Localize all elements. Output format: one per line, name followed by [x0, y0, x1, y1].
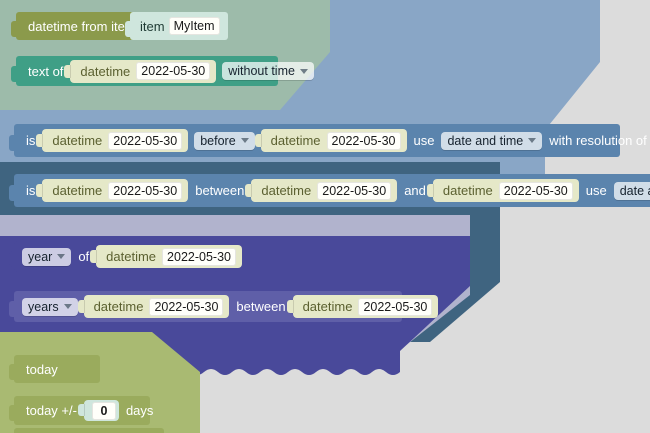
- socket-label: datetime: [442, 183, 493, 198]
- block-years-between[interactable]: years datetime 2022-05-30 between dateti…: [9, 291, 439, 322]
- block-plug: [9, 301, 15, 317]
- datetime-field[interactable]: 2022-05-30: [149, 297, 224, 316]
- days-number-field[interactable]: 0: [91, 401, 116, 420]
- block-today-plus-minus-days[interactable]: today +/- 0 days: [9, 396, 153, 425]
- block-label: today: [26, 361, 58, 377]
- datetime-field[interactable]: 2022-05-30: [498, 181, 573, 200]
- datetime-field[interactable]: 2022-05-30: [108, 131, 183, 150]
- block-item-socket[interactable]: item MyItem: [125, 12, 228, 40]
- block-label: text of: [28, 63, 64, 79]
- socket-notch: [254, 134, 262, 147]
- block-plug: [9, 251, 15, 267]
- block-plug: [11, 21, 17, 37]
- socket-notch: [77, 404, 85, 416]
- and-label: and: [404, 183, 426, 198]
- use-label: use: [585, 183, 607, 198]
- dropdown-use-mode[interactable]: date and time: [613, 181, 650, 200]
- socket-notch: [64, 64, 72, 78]
- socket-label: datetime: [270, 133, 321, 148]
- socket-label: datetime: [261, 183, 312, 198]
- chevron-down-icon: [528, 138, 537, 143]
- today-label: today +/-: [26, 403, 77, 418]
- socket-notch: [36, 184, 44, 197]
- socket-label: datetime: [106, 249, 157, 264]
- socket-notch: [77, 300, 85, 313]
- socket-notch: [125, 21, 131, 37]
- resolution-label: with resolution of: [549, 133, 647, 148]
- dropdown-value: without time: [228, 64, 295, 78]
- days-label: days: [125, 403, 154, 418]
- block-is-datetime-before[interactable]: is datetime 2022-05-30 before datetime 2…: [9, 124, 647, 157]
- background-region-lavender: [0, 215, 470, 350]
- datetime-field[interactable]: 2022-05-30: [358, 297, 433, 316]
- socket-datetime-b[interactable]: datetime 2022-05-30: [286, 295, 439, 318]
- chevron-down-icon: [63, 304, 72, 309]
- socket-notch: [245, 184, 253, 197]
- socket-datetime-b[interactable]: datetime 2022-05-30: [245, 179, 398, 202]
- block-plug: [9, 135, 15, 151]
- dropdown-comparator[interactable]: before: [194, 131, 255, 150]
- dropdown-use-mode[interactable]: date and time: [441, 131, 543, 150]
- block-label: is: [26, 133, 36, 148]
- socket-datetime-a[interactable]: datetime 2022-05-30: [36, 179, 189, 202]
- socket-label: datetime: [52, 133, 103, 148]
- dropdown-value: date and time: [619, 183, 650, 198]
- socket-notch: [90, 250, 98, 263]
- socket-datetime[interactable]: datetime 2022-05-30: [64, 59, 217, 83]
- dropdown-unit[interactable]: year: [22, 247, 72, 266]
- block-partially-visible[interactable]: [14, 428, 164, 433]
- item-label: item: [140, 18, 165, 34]
- chevron-down-icon: [299, 68, 308, 74]
- socket-label: datetime: [302, 299, 353, 314]
- block-plug: [11, 66, 17, 82]
- dropdown-value: before: [200, 133, 236, 148]
- dropdown-value: year: [28, 249, 53, 264]
- datetime-field[interactable]: 2022-05-30: [136, 62, 211, 80]
- datetime-field[interactable]: 2022-05-30: [326, 131, 401, 150]
- socket-label: datetime: [93, 299, 144, 314]
- block-plug: [9, 405, 15, 421]
- block-year-of-datetime[interactable]: year of datetime 2022-05-30: [9, 241, 242, 272]
- chevron-down-icon: [240, 138, 249, 143]
- block-label: datetime from item: [28, 18, 136, 34]
- datetime-field[interactable]: 2022-05-30: [162, 247, 236, 266]
- use-label: use: [413, 133, 435, 148]
- block-label: is: [26, 183, 36, 198]
- dropdown-time-format[interactable]: without time: [222, 62, 314, 80]
- socket-label: datetime: [80, 63, 131, 79]
- datetime-field[interactable]: 2022-05-30: [108, 181, 183, 200]
- socket-datetime-a[interactable]: datetime 2022-05-30: [77, 295, 230, 318]
- datetime-field[interactable]: 2022-05-30: [317, 181, 392, 200]
- socket-number[interactable]: 0: [77, 400, 119, 421]
- block-text-of-datetime[interactable]: text of datetime 2022-05-30 without time: [11, 56, 314, 86]
- socket-datetime-b[interactable]: datetime 2022-05-30: [254, 129, 407, 152]
- socket-notch: [286, 300, 294, 313]
- dropdown-value: date and time: [447, 133, 524, 148]
- block-is-datetime-between[interactable]: is datetime 2022-05-30 between datetime …: [9, 174, 650, 207]
- socket-notch: [426, 184, 434, 197]
- dropdown-unit-plural[interactable]: years: [22, 297, 78, 316]
- between-label: between: [195, 183, 245, 198]
- dropdown-value: years: [28, 299, 59, 314]
- socket-datetime-a[interactable]: datetime 2022-05-30: [36, 129, 189, 152]
- block-plug: [9, 185, 15, 201]
- block-today[interactable]: today: [9, 355, 100, 383]
- block-plug: [9, 364, 15, 380]
- socket-datetime-c[interactable]: datetime 2022-05-30: [426, 179, 579, 202]
- socket-notch: [36, 134, 44, 147]
- between-label: between: [236, 299, 286, 314]
- socket-datetime[interactable]: datetime 2022-05-30: [90, 245, 242, 268]
- of-label: of: [78, 249, 90, 264]
- item-value-field[interactable]: MyItem: [168, 17, 220, 35]
- chevron-down-icon: [57, 254, 66, 259]
- socket-label: datetime: [52, 183, 103, 198]
